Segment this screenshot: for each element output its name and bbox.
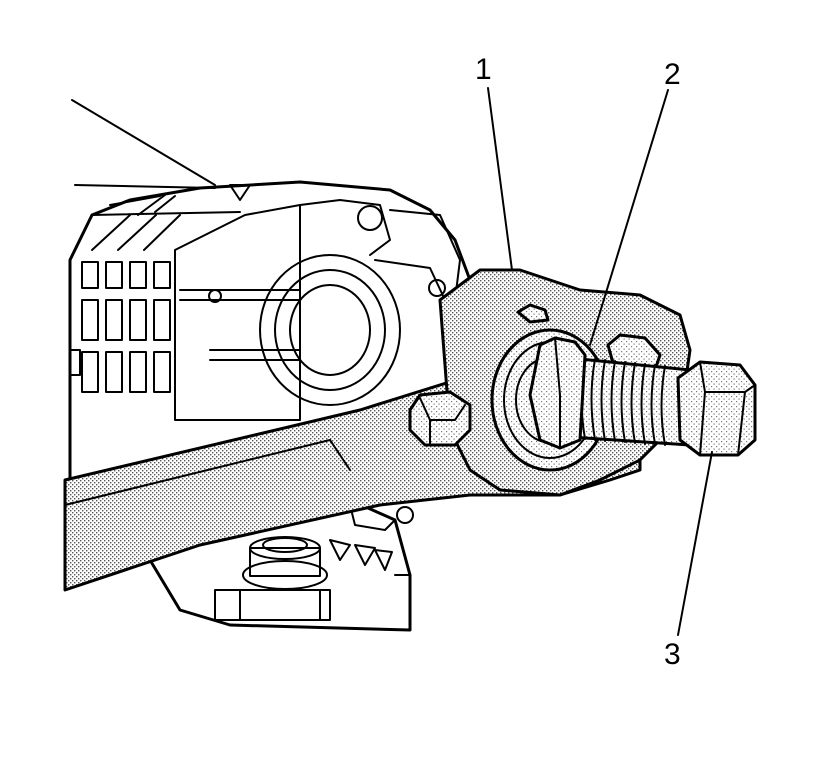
housing-ribs <box>81 214 181 393</box>
leader-line-1 <box>487 87 513 271</box>
leader-lines <box>71 87 713 636</box>
mounting-bolt <box>408 390 472 447</box>
callout-1: 1 <box>475 53 492 86</box>
bolt-head <box>676 360 757 457</box>
callout-2: 2 <box>664 58 681 91</box>
callout-3: 3 <box>664 638 681 671</box>
drain-plug <box>242 536 328 590</box>
leader-line-2 <box>589 89 669 346</box>
leader-line-housing <box>71 99 216 186</box>
forcing-screw <box>528 336 692 450</box>
leader-line-3 <box>677 451 713 636</box>
